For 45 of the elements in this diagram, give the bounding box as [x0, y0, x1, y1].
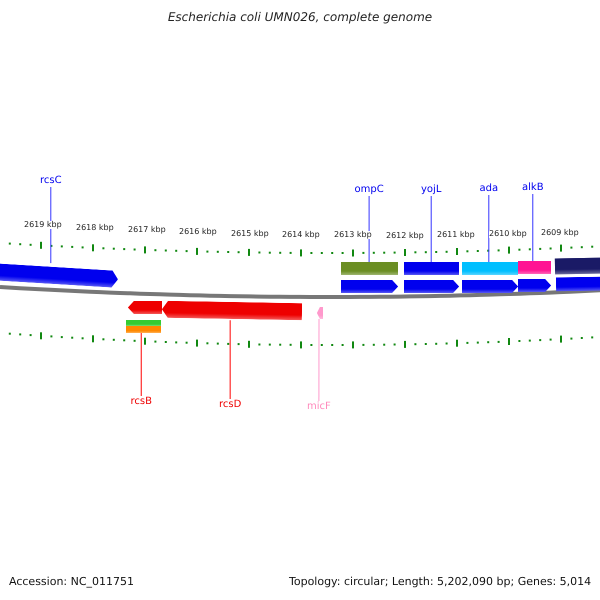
- leader-line: [318, 318, 320, 402]
- gene-feature: [404, 280, 459, 293]
- gene-feature: [518, 279, 551, 292]
- leader-line: [430, 196, 432, 262]
- position-label: 2619 kbp: [24, 221, 62, 229]
- feature-bar: [126, 320, 161, 326]
- leader-line: [532, 194, 534, 262]
- footer-text: Topology: circular; Length: 5,202,090 bp; Genes: 5,014: [289, 576, 592, 587]
- leader-line: [368, 196, 370, 262]
- gene-feature: [162, 300, 302, 320]
- gene-feature: [556, 276, 600, 292]
- position-label: 2609 kbp: [541, 229, 579, 237]
- position-label: 2611 kbp: [437, 231, 475, 239]
- feature-bar: [462, 262, 518, 275]
- position-label: 2613 kbp: [334, 231, 372, 239]
- leader-line: [230, 320, 231, 400]
- position-label: 2615 kbp: [231, 230, 269, 238]
- leader-line: [140, 332, 142, 396]
- footer-text: Accession: NC_011751: [9, 576, 134, 587]
- position-label: 2610 kbp: [489, 230, 527, 238]
- gene-feature: [317, 307, 323, 319]
- feature-bar: [518, 261, 551, 274]
- position-label: 2617 kbp: [128, 226, 166, 234]
- gene-feature: [462, 280, 518, 293]
- gene-label: ompC: [354, 185, 384, 195]
- gene-feature: [128, 301, 162, 314]
- gene-label: alkB: [522, 183, 544, 193]
- title: Escherichia coli UMN026, complete genome: [166, 11, 434, 23]
- gene-label: micF: [307, 402, 331, 412]
- gene-label: yojL: [421, 185, 442, 195]
- position-label: 2616 kbp: [179, 228, 217, 236]
- position-label: 2618 kbp: [76, 224, 114, 232]
- position-label: 2612 kbp: [386, 232, 424, 240]
- feature-bar: [404, 262, 459, 275]
- gene-feature: [341, 280, 398, 293]
- gene-label: rcsC: [40, 176, 62, 186]
- gene-label: ada: [480, 184, 498, 194]
- position-label: 2614 kbp: [282, 231, 320, 239]
- gene-label: rcsB: [130, 397, 152, 407]
- feature-bar: [126, 326, 161, 333]
- gene-label: rcsD: [219, 400, 242, 410]
- leader-line: [488, 194, 490, 262]
- leader-line: [50, 186, 52, 264]
- feature-bar: [554, 258, 600, 274]
- feature-bar: [341, 262, 398, 275]
